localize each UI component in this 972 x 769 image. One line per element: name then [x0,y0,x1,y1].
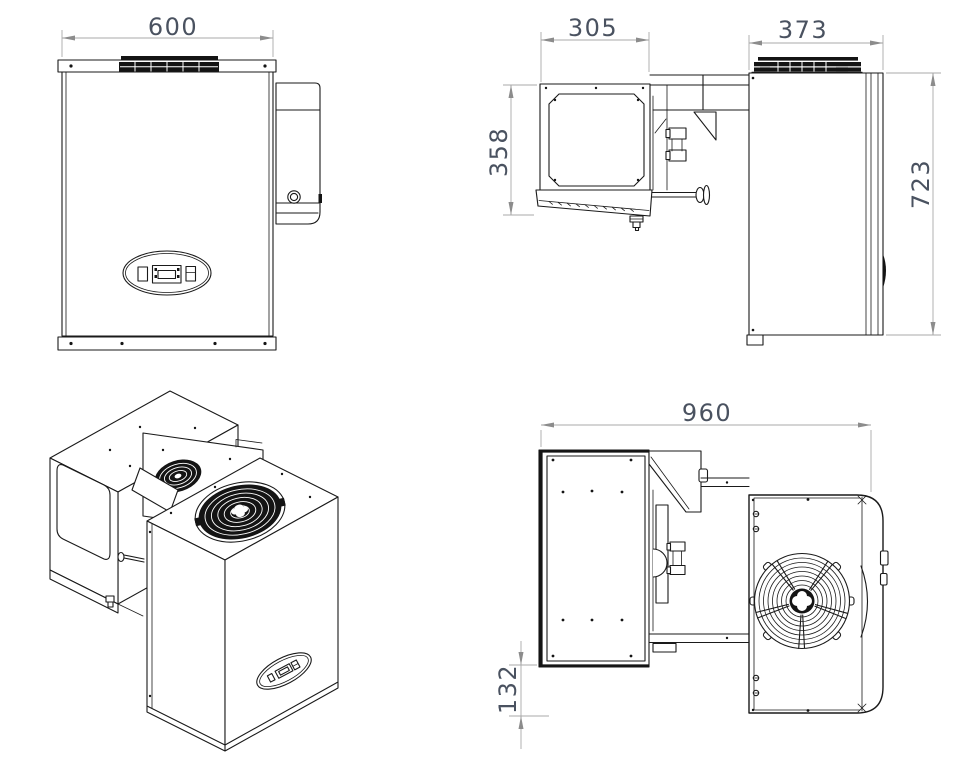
panel-button-right [185,265,197,282]
panel-handle-arc [860,565,868,638]
dimension-width-600: 600 [61,13,274,57]
dim-label-960: 960 [682,399,732,427]
thermostat-knob [651,184,711,206]
dim-label-723: 723 [907,159,935,209]
dimension-overall-height-723: 723 [886,72,941,336]
drip-tray [535,189,653,217]
dim-label-373: 373 [778,16,828,44]
dim-label-600: 600 [148,13,198,41]
drain-fitting [629,215,644,232]
dimension-evap-height-358: 358 [485,84,537,216]
iso-base-lip [146,681,339,752]
side-view: 305 373 358 723 [485,14,941,346]
condenser-grille-front [119,56,219,72]
dimension-overall-depth-960: 960 [540,399,872,492]
iso-thermostat-knob [117,551,145,563]
door-latch [883,254,886,288]
condenser-grille-top [751,57,863,73]
side-wall-bracket [649,74,750,141]
side-evaporator [535,83,711,232]
front-control-panel [122,250,212,296]
front-side-protrusion [275,82,322,225]
fan-motor-bump [652,548,668,578]
panel-button-left [137,266,149,282]
front-view: 600 [57,13,322,351]
front-top-flange [57,56,277,73]
iso-condenser-fan [194,481,286,543]
top-wall-bracket [648,450,750,653]
dimension-offset-132: 132 [494,641,549,749]
dim-label-132: 132 [494,664,522,714]
iso-drip-tray [49,569,119,614]
iso-control-panel [256,652,312,690]
dimension-cond-depth-373: 373 [748,16,884,70]
front-bottom-flange [57,336,277,351]
top-condenser [748,494,889,714]
top-fan-guard [749,552,855,650]
side-condenser [746,57,886,346]
dim-label-358: 358 [485,127,513,177]
top-view: 960 132 [494,399,889,749]
pipe-clamps [652,84,687,191]
screw-heads [752,510,760,697]
iso-evap-panel [56,464,111,560]
front-body [61,71,274,337]
dim-label-305: 305 [568,14,618,42]
top-evaporator [538,449,650,668]
dimension-evap-depth-305: 305 [540,14,650,82]
isometric-view [49,390,339,752]
